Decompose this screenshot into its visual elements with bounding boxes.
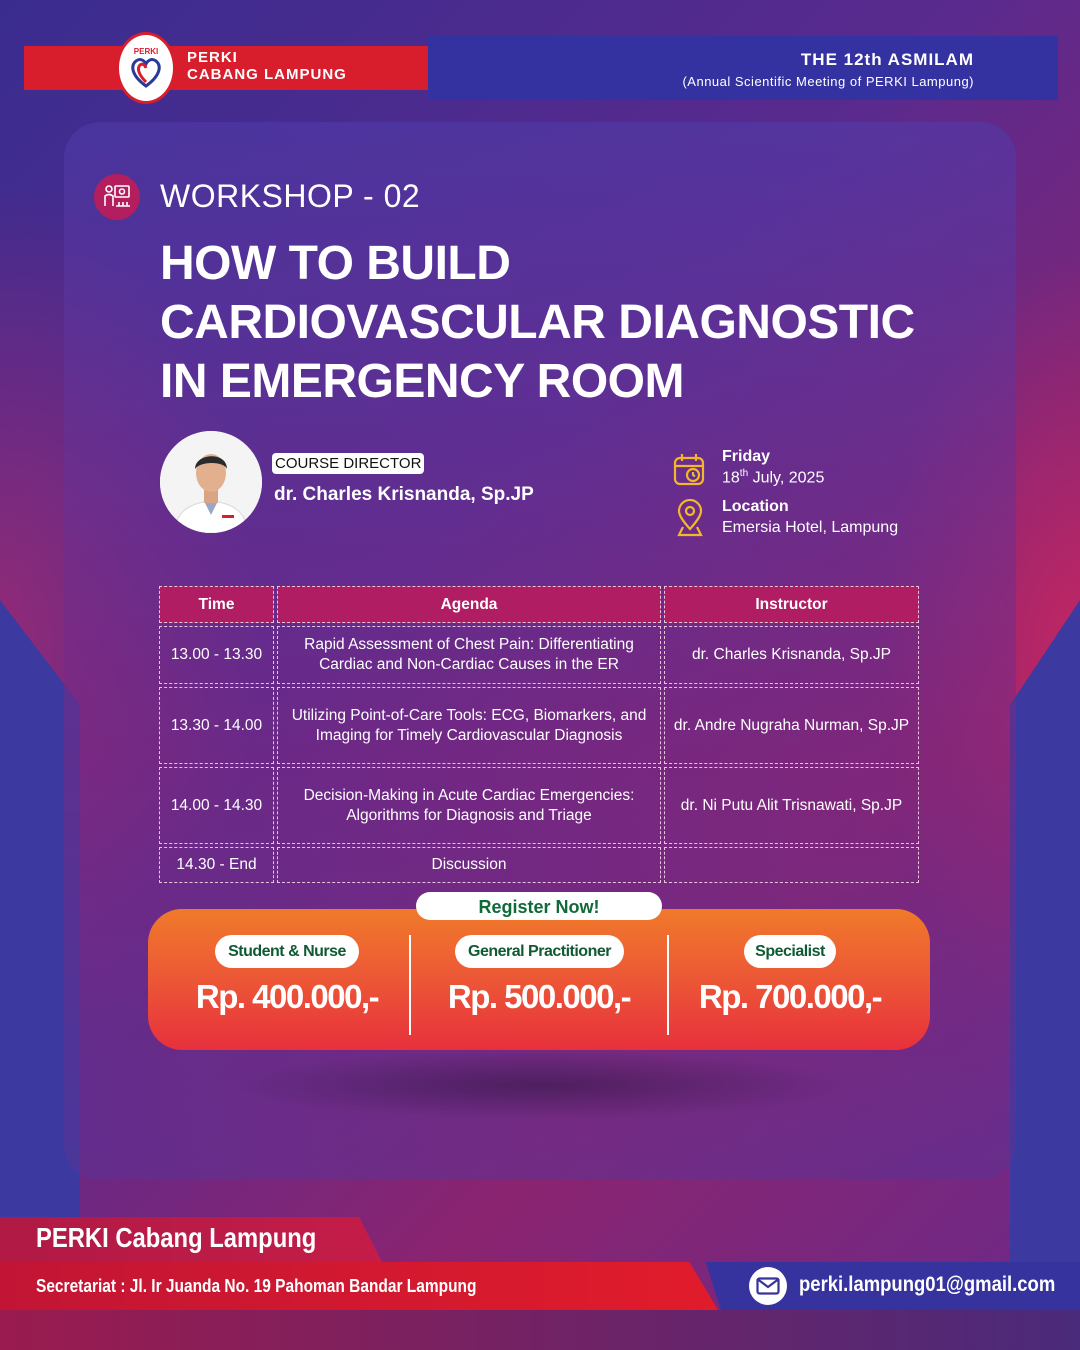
agenda-col-agenda: Agenda bbox=[277, 586, 661, 623]
registration-panel bbox=[148, 909, 930, 1050]
register-now-button[interactable]: Register Now! bbox=[416, 892, 662, 920]
course-director-name: dr. Charles Krisnanda, Sp.JP bbox=[274, 484, 534, 505]
agenda-topic: Discussion bbox=[277, 847, 661, 883]
agenda-col-instructor: Instructor bbox=[664, 586, 919, 623]
footer-address: Secretariat : Jl. Ir Juanda No. 19 Pahom… bbox=[36, 1276, 477, 1296]
event-date-rest: July, 2025 bbox=[748, 469, 825, 487]
tier-general-practitioner-label: General Practitioner bbox=[455, 935, 624, 968]
footer-email-link[interactable]: perki.lampung01@gmail.com bbox=[799, 1273, 1056, 1296]
table-row: 13.30 - 14.00 Utilizing Point-of-Care To… bbox=[159, 687, 919, 764]
workshop-icon bbox=[94, 174, 140, 220]
header-blue-bar bbox=[428, 36, 1058, 100]
director-photo bbox=[160, 431, 262, 533]
event-date: 18th July, 2025 bbox=[722, 468, 824, 487]
logo-emblem: PERKI bbox=[131, 47, 161, 88]
table-row: 14.00 - 14.30 Decision-Making in Acute C… bbox=[159, 767, 919, 844]
tier-general-practitioner-price: Rp. 500.000,- bbox=[447, 978, 632, 1015]
location-pin-icon bbox=[677, 499, 703, 537]
agenda-time: 14.00 - 14.30 bbox=[159, 767, 274, 844]
tier-student-nurse-label: Student & Nurse bbox=[215, 935, 359, 968]
footer-address-bar bbox=[0, 1262, 718, 1310]
agenda-instructor: dr. Ni Putu Alit Trisnawati, Sp.JP bbox=[664, 767, 919, 844]
tier-specialist-label: Specialist bbox=[744, 935, 836, 968]
header-org-line1: PERKI bbox=[187, 49, 238, 66]
workshop-title: HOW TO BUILD CARDIOVASCULAR DIAGNOSTIC I… bbox=[160, 237, 915, 408]
agenda-topic: Utilizing Point-of-Care Tools: ECG, Biom… bbox=[277, 687, 661, 764]
tier-specialist-price: Rp. 700.000,- bbox=[698, 978, 883, 1015]
event-date-suffix: th bbox=[739, 468, 749, 479]
agenda-table: Time Agenda Instructor 13.00 - 13.30 Rap… bbox=[156, 583, 922, 886]
tier-divider bbox=[667, 935, 669, 1035]
event-day: Friday bbox=[722, 448, 771, 465]
footer-base bbox=[0, 1310, 1080, 1350]
agenda-topic: Rapid Assessment of Chest Pain: Differen… bbox=[277, 626, 661, 684]
register-shadow bbox=[230, 1050, 850, 1120]
event-title: THE 12th ASMILAM bbox=[800, 50, 974, 69]
agenda-time: 13.30 - 14.00 bbox=[159, 687, 274, 764]
header-org-name: PERKI CABANG LAMPUNG bbox=[187, 49, 347, 83]
event-date-day: 18 bbox=[722, 469, 740, 487]
table-row: 14.30 - End Discussion bbox=[159, 847, 919, 883]
agenda-time: 14.30 - End bbox=[159, 847, 274, 883]
footer-org-bar bbox=[0, 1217, 382, 1262]
course-director-label: COURSE DIRECTOR bbox=[272, 453, 425, 474]
agenda-col-time: Time bbox=[159, 586, 274, 623]
workshop-label: WORKSHOP - 02 bbox=[160, 178, 421, 214]
agenda-instructor: dr. Charles Krisnanda, Sp.JP bbox=[664, 626, 919, 684]
event-subtitle: (Annual Scientific Meeting of PERKI Lamp… bbox=[682, 74, 974, 89]
background-panel-right bbox=[1010, 600, 1080, 1300]
table-row: 13.00 - 13.30 Rapid Assessment of Chest … bbox=[159, 626, 919, 684]
location-title: Location bbox=[722, 498, 789, 515]
mail-icon bbox=[749, 1267, 787, 1305]
perki-logo: PERKI bbox=[116, 32, 176, 104]
footer-org-name: PERKI Cabang Lampung bbox=[36, 1222, 317, 1253]
location-value: Emersia Hotel, Lampung bbox=[722, 519, 899, 536]
logo-text: PERKI bbox=[134, 47, 158, 56]
agenda-time: 13.00 - 13.30 bbox=[159, 626, 274, 684]
calendar-icon bbox=[673, 454, 705, 486]
agenda-instructor bbox=[664, 847, 919, 883]
header-red-bar bbox=[24, 46, 428, 90]
agenda-topic: Decision-Making in Acute Cardiac Emergen… bbox=[277, 767, 661, 844]
header-org-line2: CABANG LAMPUNG bbox=[187, 66, 347, 83]
tier-student-nurse-price: Rp. 400.000,- bbox=[195, 978, 380, 1015]
tier-divider bbox=[409, 935, 411, 1035]
agenda-header-row: Time Agenda Instructor bbox=[159, 586, 919, 623]
agenda-instructor: dr. Andre Nugraha Nurman, Sp.JP bbox=[664, 687, 919, 764]
